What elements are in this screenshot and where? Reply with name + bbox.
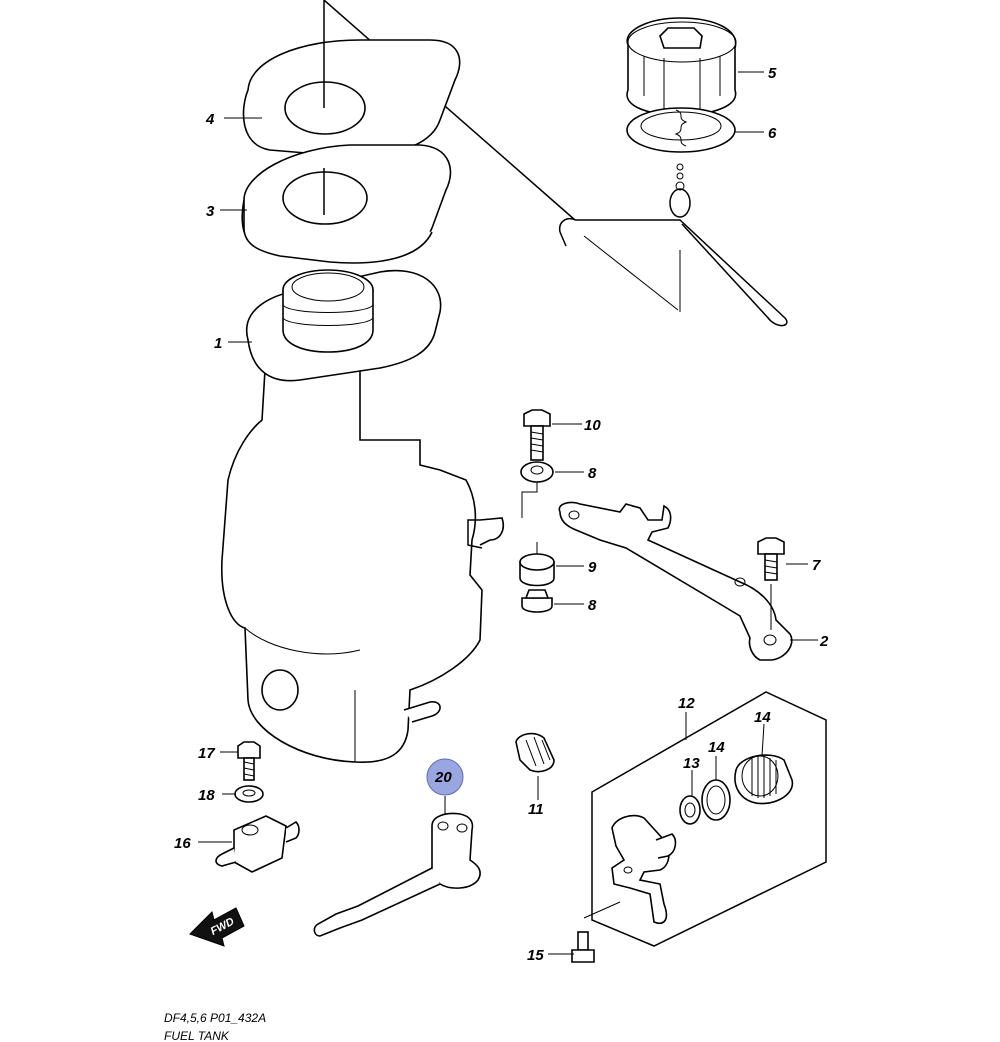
part-1-fuel-tank[interactable] (221, 269, 505, 763)
label-part-13[interactable]: 13 (683, 755, 700, 772)
drawing-title: FUEL TANK (164, 1029, 230, 1042)
part-16-screw[interactable] (571, 931, 595, 963)
label-part-15[interactable]: 14 (708, 739, 725, 756)
part-15-seal-ring[interactable] (701, 779, 731, 821)
part-13-o-ring[interactable] (679, 795, 701, 825)
part-6-cap-gasket[interactable] (626, 107, 736, 153)
label-part-1[interactable]: 1 (214, 335, 222, 352)
label-part-2[interactable]: 2 (819, 633, 829, 650)
label-part-20[interactable]: 20 (434, 769, 452, 786)
part-4-gasket-plate[interactable] (242, 39, 461, 158)
part-20-highlight (426, 758, 464, 796)
part-9-cushion[interactable] (519, 542, 555, 587)
leader-lines (198, 71, 818, 955)
part-19-washer[interactable] (234, 785, 264, 803)
part-7-bolt[interactable] (757, 537, 785, 630)
part-5-fuel-cap[interactable] (626, 17, 737, 116)
label-part-8-bottom[interactable]: 8 (588, 597, 597, 614)
label-part-9[interactable]: 9 (588, 559, 597, 576)
cap-tether-chain (323, 0, 788, 327)
label-part-19[interactable]: 18 (198, 787, 215, 804)
part-18-bolt[interactable] (237, 741, 261, 781)
label-part-11[interactable]: 11 (528, 801, 544, 818)
part-8-collar-top[interactable] (520, 461, 554, 518)
label-part-8-top[interactable]: 8 (588, 465, 597, 482)
label-part-16[interactable]: 15 (527, 947, 544, 964)
part-8-collar-bottom[interactable] (521, 589, 553, 613)
label-part-10[interactable]: 10 (584, 417, 601, 434)
label-part-18[interactable]: 17 (198, 745, 215, 762)
part-12-fuel-cock-assembly[interactable] (583, 691, 827, 947)
label-part-3[interactable]: 3 (206, 203, 215, 220)
part-14-filter-cup[interactable] (734, 754, 794, 805)
label-part-6[interactable]: 6 (768, 125, 777, 142)
label-part-12[interactable]: 12 (678, 695, 695, 712)
part-2-mounting-bracket[interactable] (558, 501, 793, 661)
label-part-14[interactable]: 14 (754, 709, 771, 726)
label-part-5[interactable]: 5 (768, 65, 777, 82)
fwd-arrow-icon: FWD (189, 907, 245, 947)
part-20-fuel-level-lever[interactable] (313, 812, 481, 937)
label-part-7[interactable]: 7 (812, 557, 821, 574)
label-part-4[interactable]: 4 (205, 111, 215, 128)
part-10-bolt[interactable] (523, 409, 551, 461)
part-17-fuel-connector[interactable] (215, 815, 300, 873)
label-part-17[interactable]: 16 (174, 835, 191, 852)
part-11-knob[interactable] (515, 732, 555, 773)
drawing-code: DF4,5,6 P01_432A (164, 1011, 266, 1025)
part-3-grommet-plate[interactable] (241, 144, 452, 264)
